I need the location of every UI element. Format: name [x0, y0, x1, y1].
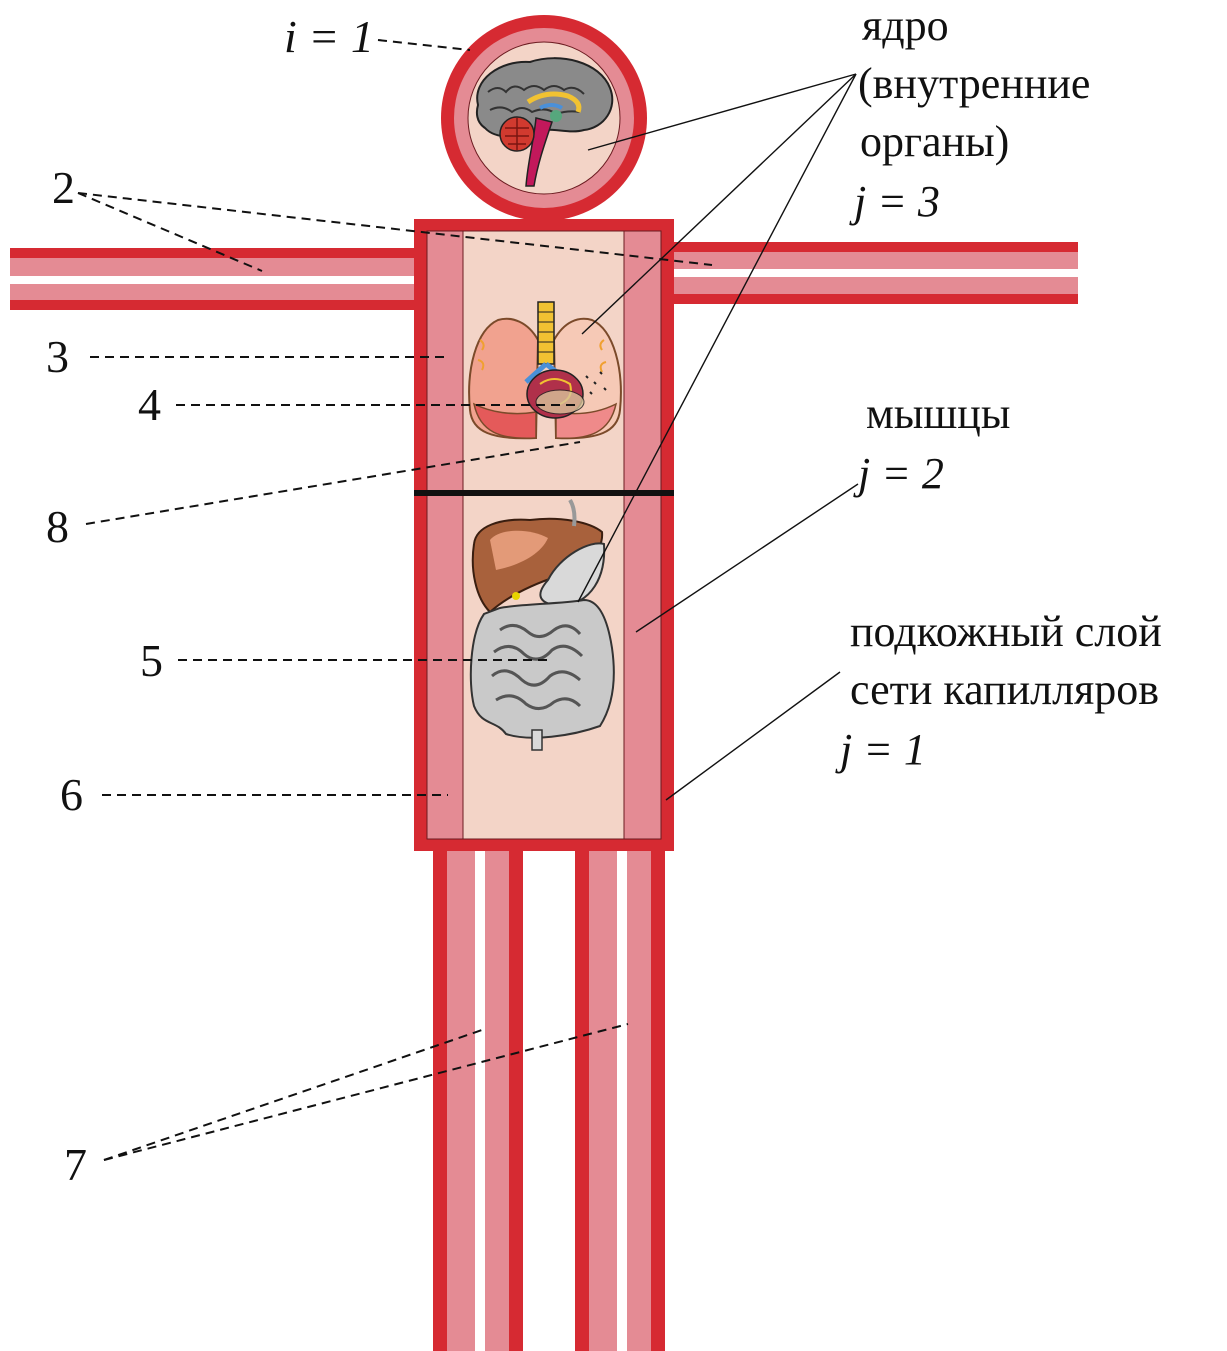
core-caption-line3: органы) [860, 117, 1009, 166]
right-leg [575, 845, 665, 1351]
label-2: 2 [52, 162, 75, 213]
left-arm [10, 248, 430, 310]
skin-caption-line1: подкожный слой [850, 607, 1162, 656]
label-6: 6 [60, 769, 83, 820]
label-3: 3 [46, 331, 69, 382]
label-8: 8 [46, 501, 69, 552]
core-caption-index: j = 3 [849, 177, 940, 226]
head-index-label: i = 1 [284, 11, 374, 62]
core-caption-line2: (внутренние [858, 59, 1090, 108]
label-7: 7 [64, 1139, 87, 1190]
muscle-caption-line1: мышцы [866, 389, 1010, 438]
skin-caption-line2: сети капилляров [850, 665, 1159, 714]
left-leg [433, 845, 523, 1351]
digestive-organs-icon [471, 500, 614, 750]
skin-caption-index: j = 1 [835, 725, 926, 774]
label-4: 4 [138, 379, 161, 430]
label-5: 5 [140, 635, 163, 686]
core-caption-line1: ядро [862, 1, 949, 50]
right-arm [660, 242, 1078, 304]
muscle-caption-index: j = 2 [853, 449, 944, 498]
